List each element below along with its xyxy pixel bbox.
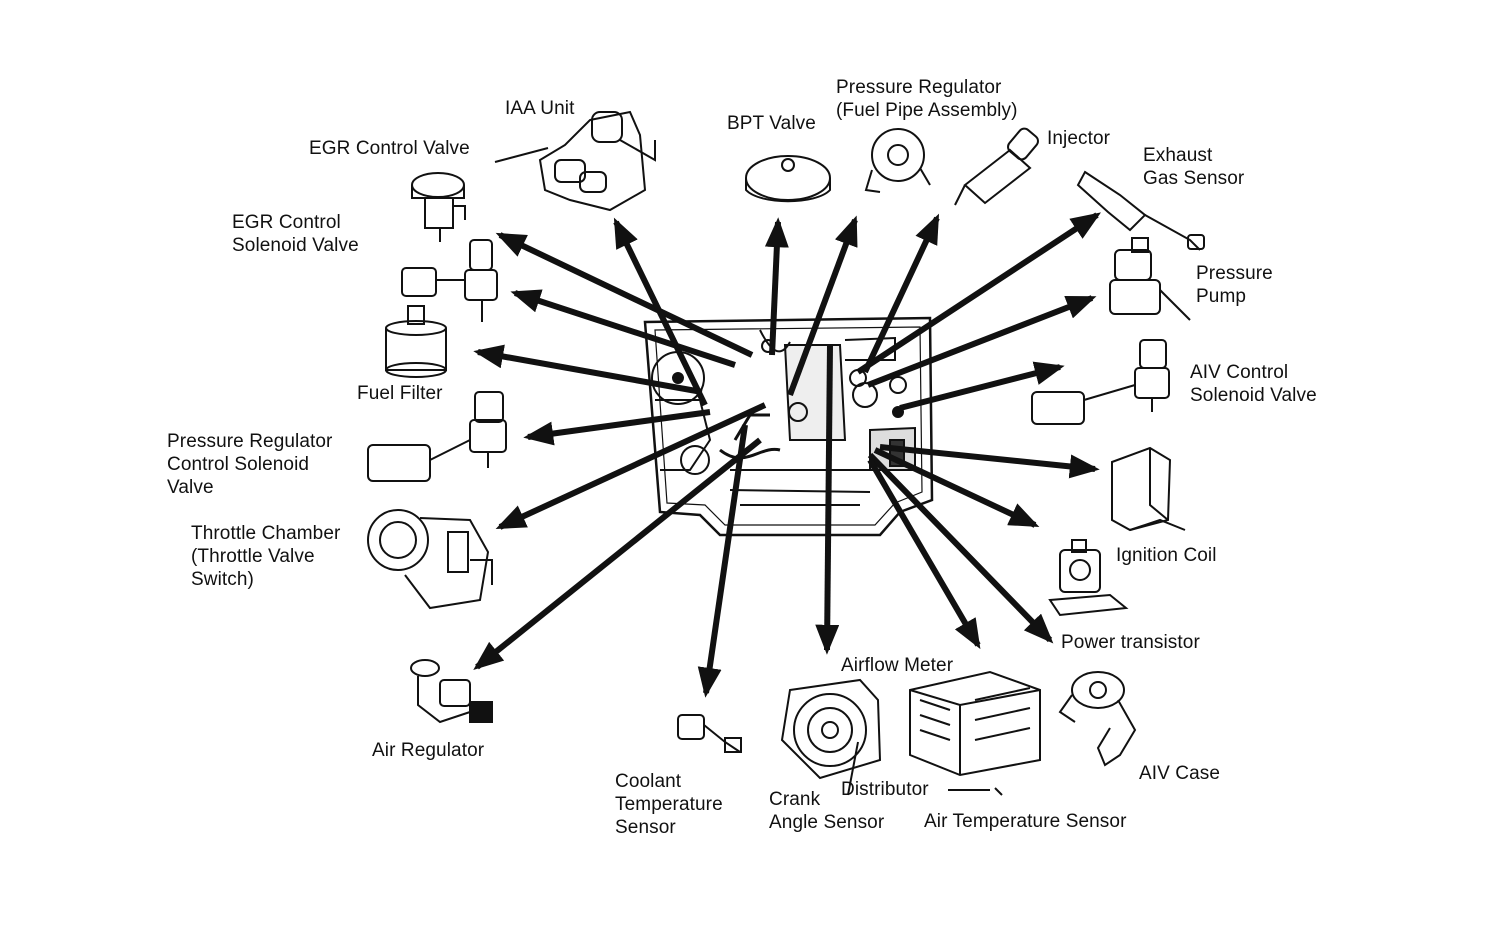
label-egr-control-solenoid-valve: EGR Control Solenoid Valve bbox=[232, 211, 359, 257]
label-line: Solenoid Valve bbox=[1190, 385, 1317, 406]
label-line: Sensor bbox=[615, 817, 676, 838]
label-line: (Throttle Valve bbox=[191, 546, 315, 567]
label-line: EGR Control bbox=[232, 212, 341, 233]
label-line: Air Regulator bbox=[372, 740, 485, 761]
label-line: Distributor bbox=[841, 779, 929, 800]
label-line: Power transistor bbox=[1061, 632, 1200, 653]
label-power-transistor: Power transistor bbox=[1061, 631, 1200, 654]
label-line: Ignition Coil bbox=[1116, 545, 1217, 566]
label-pressure-regulator: Pressure Regulator (Fuel Pipe Assembly) bbox=[836, 76, 1018, 122]
power-transistor-illustration bbox=[1048, 539, 1129, 617]
label-pressure-pump: Pressure Pump bbox=[1196, 262, 1273, 308]
label-bpt-valve: BPT Valve bbox=[727, 112, 816, 135]
throttle-chamber-illustration bbox=[367, 509, 493, 610]
label-line: Valve bbox=[167, 477, 214, 498]
label-line: Coolant bbox=[615, 771, 682, 792]
egr-control-solenoid-valve-illustration bbox=[401, 239, 498, 322]
label-coolant-temperature-sensor: Coolant Temperature Sensor bbox=[615, 770, 723, 839]
label-line: Pressure Regulator bbox=[167, 431, 333, 452]
label-line: Exhaust bbox=[1143, 145, 1213, 166]
label-injector: Injector bbox=[1047, 127, 1110, 150]
label-line: AIV Control bbox=[1190, 362, 1289, 383]
label-line: Airflow Meter bbox=[841, 655, 954, 676]
label-aiv-case: AIV Case bbox=[1139, 762, 1220, 785]
label-line: Fuel Filter bbox=[357, 383, 443, 404]
label-egr-control-valve: EGR Control Valve bbox=[309, 137, 470, 160]
label-line: Air Temperature Sensor bbox=[924, 811, 1127, 832]
label-pressure-regulator-control-solenoid-valve: Pressure Regulator Control Solenoid Valv… bbox=[167, 430, 333, 499]
air-regulator-illustration bbox=[410, 659, 493, 724]
injector-illustration bbox=[954, 127, 1039, 206]
distributor-illustration bbox=[780, 678, 882, 796]
label-line: Pressure bbox=[1196, 263, 1273, 284]
label-air-temperature-sensor: Air Temperature Sensor bbox=[924, 810, 1127, 833]
label-line: EGR Control Valve bbox=[309, 138, 470, 159]
exhaust-gas-sensor-illustration bbox=[1076, 170, 1205, 251]
label-line: Gas Sensor bbox=[1143, 168, 1245, 189]
label-line: Crank bbox=[769, 789, 821, 810]
aiv-control-solenoid-valve-illustration bbox=[1031, 339, 1170, 425]
bpt-valve-illustration bbox=[745, 155, 831, 203]
label-line: Throttle Chamber bbox=[191, 523, 341, 544]
label-crank-angle-sensor: Crank Angle Sensor bbox=[769, 788, 884, 834]
label-airflow-meter: Airflow Meter bbox=[841, 654, 953, 677]
label-line: Switch) bbox=[191, 569, 254, 590]
pressure-pump-illustration bbox=[1109, 237, 1191, 321]
airflow-meter-illustration bbox=[909, 670, 1041, 796]
label-iaa-unit: IAA Unit bbox=[505, 97, 574, 120]
label-line: BPT Valve bbox=[727, 113, 816, 134]
label-exhaust-gas-sensor: Exhaust Gas Sensor bbox=[1143, 144, 1244, 190]
pressure-regulator-illustration bbox=[864, 128, 931, 193]
label-line: Angle Sensor bbox=[769, 812, 885, 833]
label-line: Control Solenoid bbox=[167, 454, 310, 475]
iaa-unit-illustration bbox=[494, 110, 656, 212]
label-air-regulator: Air Regulator bbox=[372, 739, 484, 762]
fuel-filter-illustration bbox=[385, 305, 447, 378]
pointer-arrows bbox=[473, 212, 1102, 698]
label-line: IAA Unit bbox=[505, 98, 575, 119]
label-throttle-chamber: Throttle Chamber (Throttle Valve Switch) bbox=[191, 522, 340, 591]
label-line: Injector bbox=[1047, 128, 1111, 149]
label-fuel-filter: Fuel Filter bbox=[357, 382, 443, 405]
coolant-temperature-sensor-illustration bbox=[677, 714, 742, 753]
egr-control-valve-illustration bbox=[411, 172, 466, 242]
ignition-coil-illustration bbox=[1111, 446, 1186, 532]
label-line: (Fuel Pipe Assembly) bbox=[836, 100, 1018, 121]
pressure-regulator-control-solenoid-valve-illustration bbox=[367, 391, 507, 482]
label-line: Solenoid Valve bbox=[232, 235, 359, 256]
label-line: AIV Case bbox=[1139, 763, 1221, 784]
label-line: Temperature bbox=[615, 794, 723, 815]
label-distributor: Distributor bbox=[841, 778, 929, 801]
label-aiv-control-solenoid-valve: AIV Control Solenoid Valve bbox=[1190, 361, 1317, 407]
label-ignition-coil: Ignition Coil bbox=[1116, 544, 1217, 567]
label-line: Pump bbox=[1196, 286, 1247, 307]
label-line: Pressure Regulator bbox=[836, 77, 1002, 98]
aiv-case-illustration bbox=[1058, 671, 1137, 767]
